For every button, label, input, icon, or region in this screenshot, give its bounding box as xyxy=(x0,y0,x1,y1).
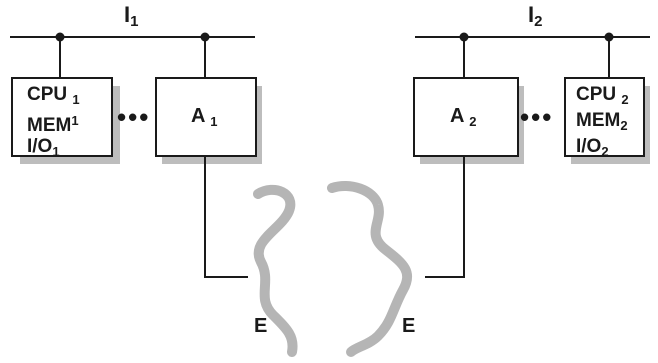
right-node-mem: MEM2 xyxy=(576,110,628,133)
right-node-box xyxy=(564,77,645,157)
right-node-label: CPU 2 MEM2 I/O2 xyxy=(576,84,629,162)
bus-junctions xyxy=(55,32,614,42)
right-wave xyxy=(327,181,413,357)
left-ellipsis: ••• xyxy=(117,102,151,132)
right-node-io: I/O2 xyxy=(576,136,609,159)
bus-2-letter: I xyxy=(528,2,535,27)
left-node-box xyxy=(11,77,113,157)
buses xyxy=(10,36,650,78)
left-adapter-label: A 1 xyxy=(191,105,218,129)
right-link-label: E xyxy=(402,315,416,337)
bus-2-label: I2 xyxy=(528,2,543,30)
bus-1-letter: I xyxy=(124,2,131,27)
link-media xyxy=(253,181,413,357)
left-link-label: E xyxy=(254,315,268,337)
left-cable xyxy=(204,156,248,278)
right-ellipsis: ••• xyxy=(520,102,554,132)
junction-dot xyxy=(55,32,65,42)
left-node-cpu: CPU 1 xyxy=(27,84,80,107)
left-node-label: CPU 1 MEM1 I/O1 xyxy=(27,84,80,162)
junction-dot xyxy=(459,32,469,42)
left-adapter-box xyxy=(155,77,257,157)
box-shadows xyxy=(20,86,650,164)
bus-2-index: 2 xyxy=(534,13,543,30)
left-wave xyxy=(253,184,298,357)
right-adapter-label: A 2 xyxy=(450,105,477,129)
bus-1-index: 1 xyxy=(130,13,139,30)
junction-dot xyxy=(604,32,614,42)
link-cables xyxy=(204,156,465,278)
right-adapter-box xyxy=(413,77,519,157)
right-cable xyxy=(425,156,465,278)
junction-dot xyxy=(200,32,210,42)
right-node-cpu: CPU 2 xyxy=(576,84,629,107)
boxes xyxy=(11,77,645,157)
left-node-mem: MEM1 xyxy=(27,113,79,136)
bus-1-label: I1 xyxy=(124,2,139,30)
left-node-io: I/O1 xyxy=(27,136,60,159)
